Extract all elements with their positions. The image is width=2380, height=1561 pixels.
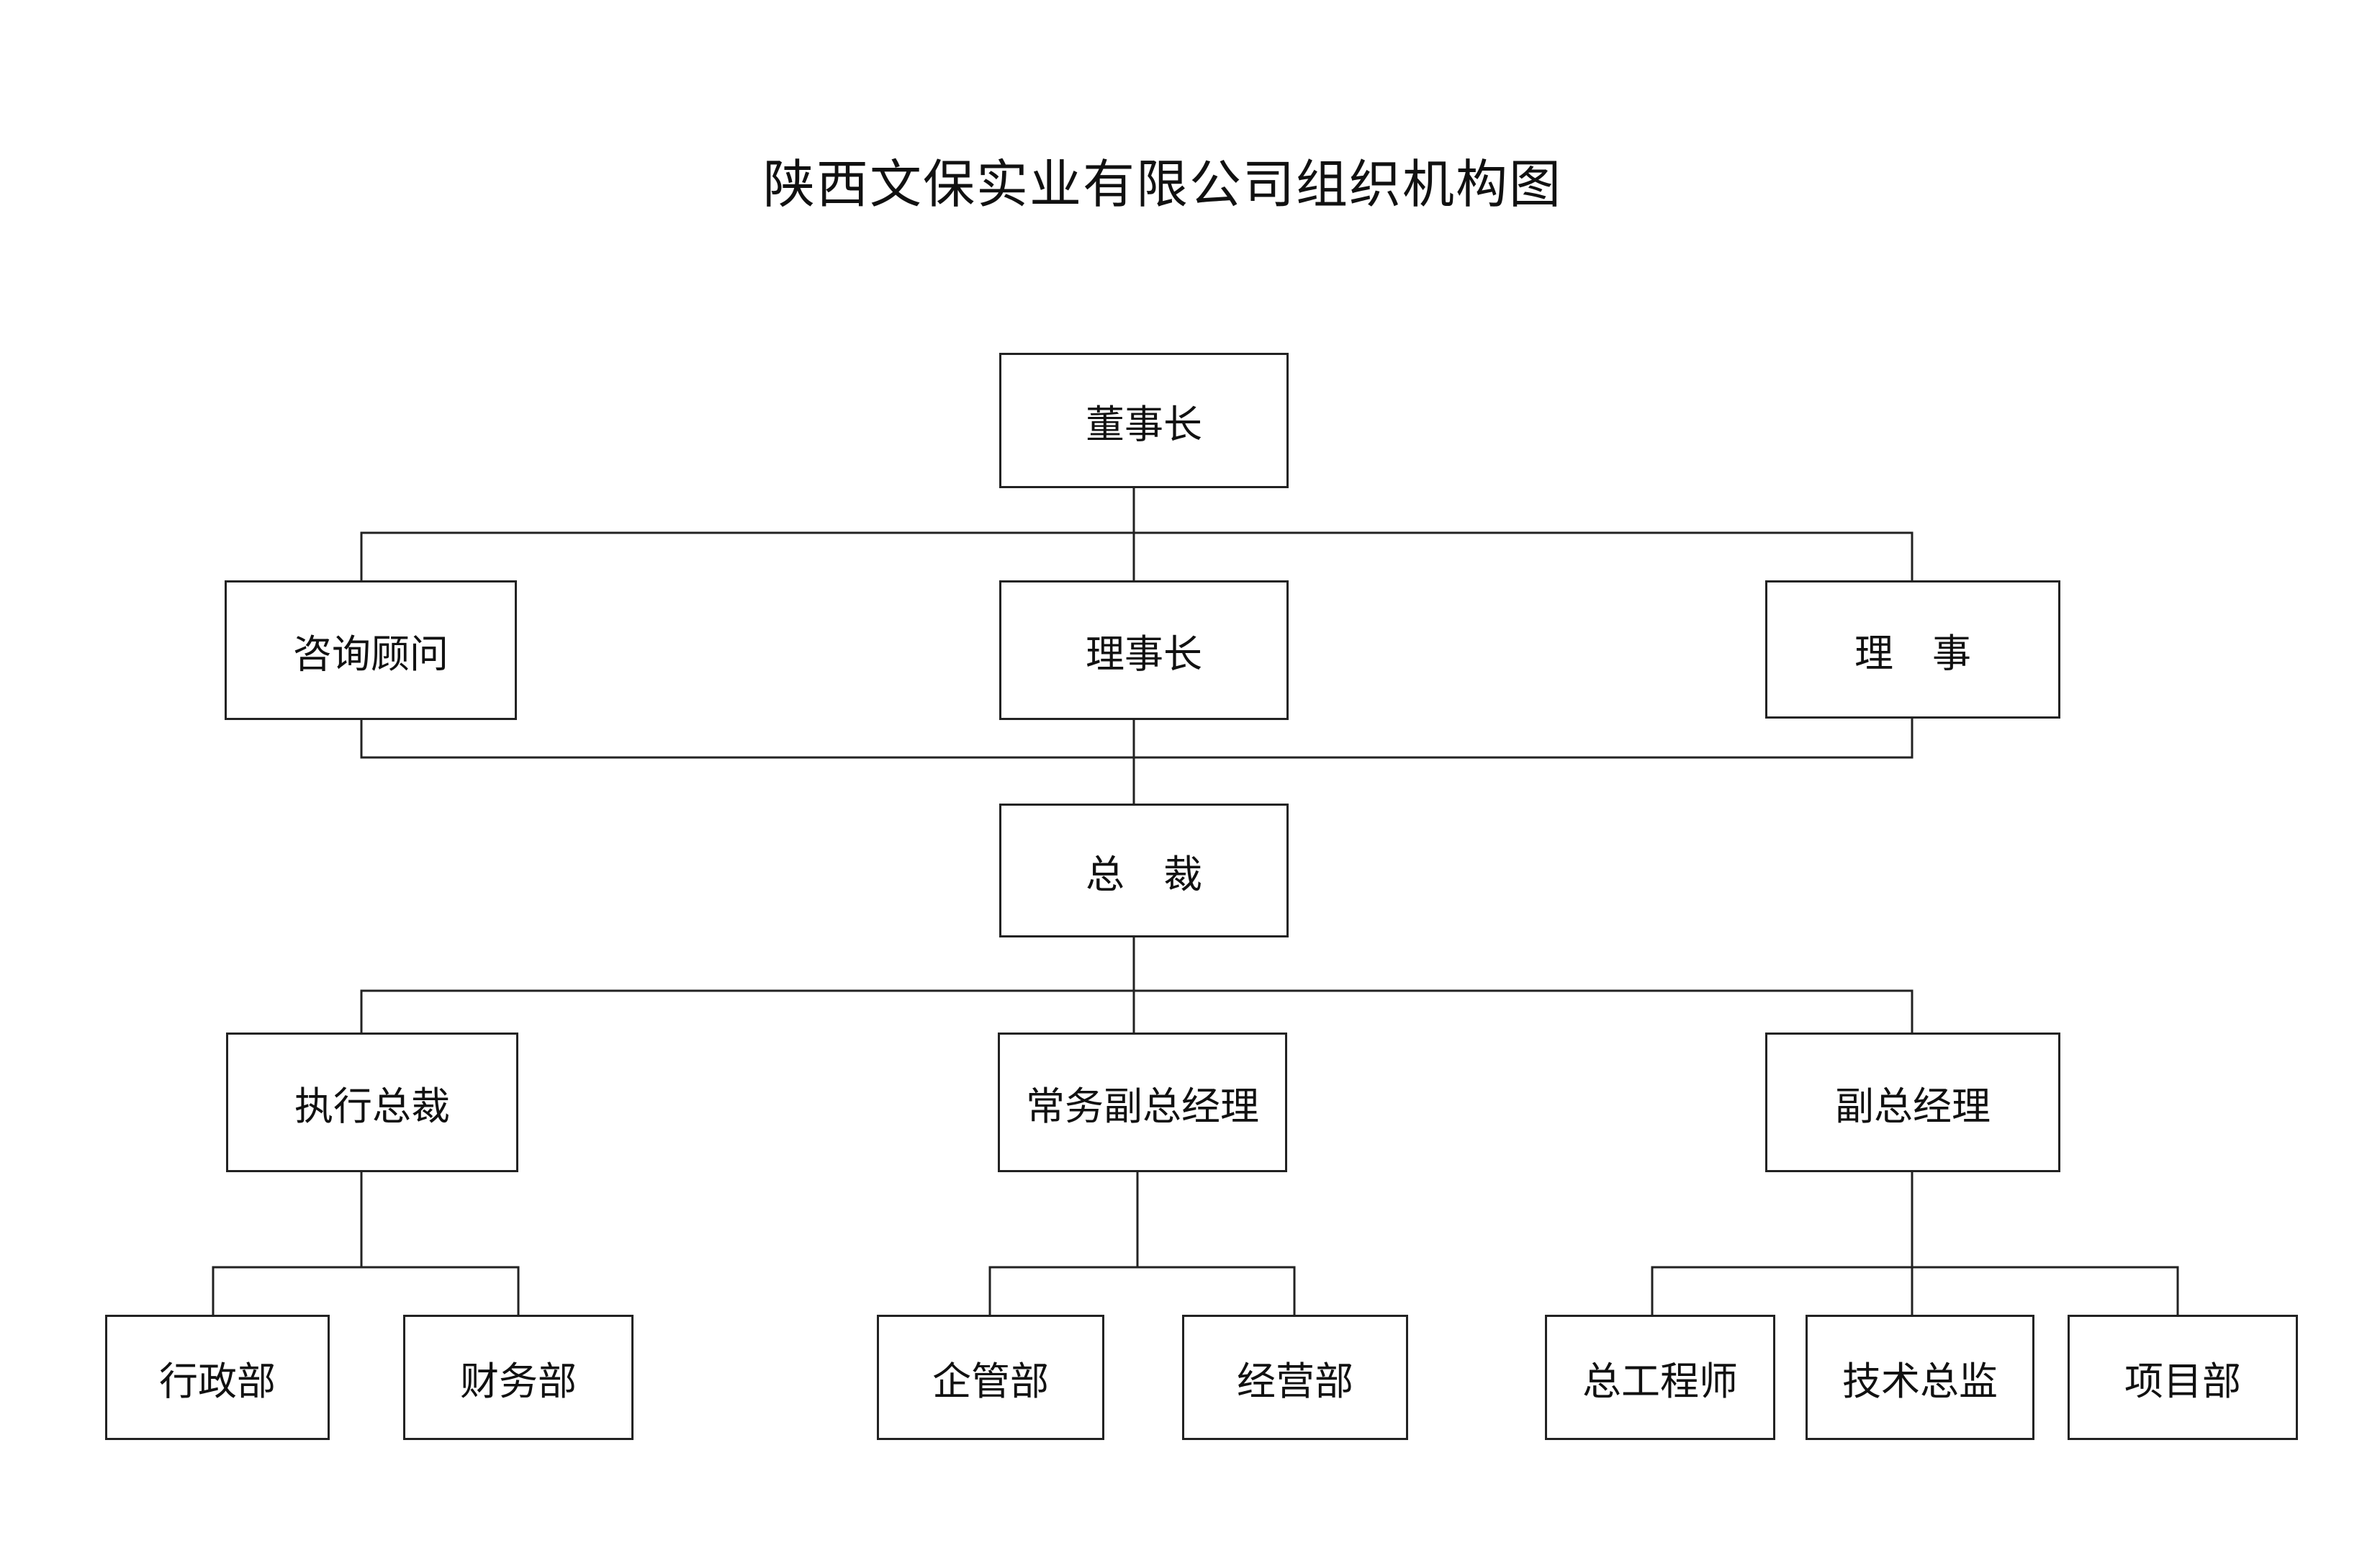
- node-council-chair: 理事长: [999, 580, 1289, 720]
- node-executive-president-label: 执行总裁: [294, 1083, 450, 1129]
- node-president: 总 裁: [999, 804, 1289, 937]
- node-chief-engineer-label: 总工程师: [1582, 1358, 1738, 1404]
- node-deputy-gm-label: 副总经理: [1835, 1083, 1991, 1129]
- node-executive-deputy-gm: 常务副总经理: [998, 1033, 1287, 1172]
- node-council-member: 理 事: [1765, 580, 2060, 719]
- node-enterprise-mgmt-dept: 企管部: [877, 1315, 1104, 1440]
- node-project-dept: 项目部: [2068, 1315, 2298, 1440]
- node-executive-president: 执行总裁: [226, 1033, 518, 1172]
- node-admin-dept: 行政部: [105, 1315, 330, 1440]
- node-project-dept-label: 项目部: [2124, 1358, 2241, 1404]
- node-chief-engineer: 总工程师: [1545, 1315, 1775, 1440]
- node-admin-dept-label: 行政部: [159, 1358, 276, 1404]
- node-technical-director: 技术总监: [1806, 1315, 2034, 1440]
- node-consultant: 咨询顾问: [225, 580, 517, 720]
- node-consultant-label: 咨询顾问: [293, 631, 448, 677]
- node-operations-dept: 经营部: [1182, 1315, 1408, 1440]
- node-finance-dept-label: 财务部: [460, 1358, 577, 1404]
- node-president-label: 总 裁: [1086, 851, 1202, 897]
- node-enterprise-mgmt-dept-label: 企管部: [932, 1358, 1049, 1404]
- node-council-chair-label: 理事长: [1086, 631, 1202, 677]
- node-council-member-label: 理 事: [1854, 630, 1971, 676]
- node-technical-director-label: 技术总监: [1842, 1358, 1998, 1404]
- node-chairman-label: 董事长: [1086, 401, 1202, 447]
- node-chairman: 董事长: [999, 353, 1289, 488]
- node-operations-dept-label: 经营部: [1237, 1358, 1353, 1404]
- node-finance-dept: 财务部: [403, 1315, 634, 1440]
- node-deputy-gm: 副总经理: [1765, 1033, 2060, 1172]
- chart-title: 陕西文保实业有限公司组织机构图: [762, 154, 1562, 215]
- node-executive-deputy-gm-label: 常务副总经理: [1026, 1083, 1259, 1129]
